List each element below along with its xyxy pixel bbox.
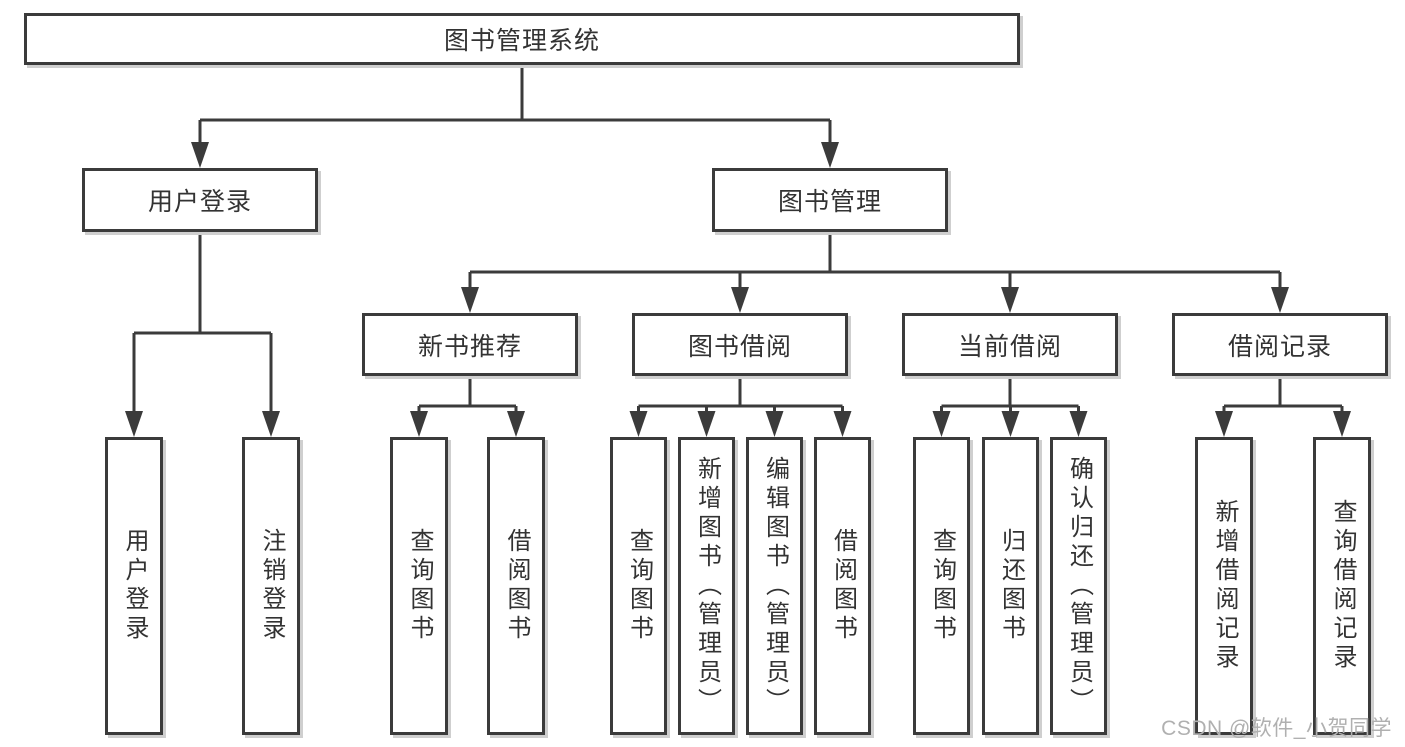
node-label-logout: 注销登录 [258, 528, 285, 644]
node-label-cb-query: 查询图书 [928, 528, 956, 644]
node-label-bb-add: 新增图书（管理员） [693, 455, 721, 717]
node-label-bb-borrow: 借阅图书 [829, 528, 857, 644]
node-logout: 注销登录 [242, 437, 300, 735]
node-label-borrow-record: 借阅记录 [1227, 332, 1332, 361]
node-label-book-borrow: 图书借阅 [687, 332, 792, 361]
node-book-borrow: 图书借阅 [632, 313, 848, 376]
node-bb-add: 新增图书（管理员） [678, 437, 735, 735]
node-label-nb-borrow: 借阅图书 [503, 528, 530, 644]
node-label-cb-confirm: 确认归还（管理员） [1065, 455, 1093, 717]
node-login: 用户登录 [105, 437, 163, 735]
node-cb-confirm: 确认归还（管理员） [1050, 437, 1107, 735]
watermark: CSDN @软件_小贺同学 [1161, 717, 1392, 740]
node-label-root: 图书管理系统 [443, 27, 600, 55]
node-label-bb-edit: 编辑图书（管理员） [761, 455, 789, 717]
node-borrow-record: 借阅记录 [1172, 313, 1388, 376]
node-bb-query: 查询图书 [610, 437, 667, 735]
node-bb-edit: 编辑图书（管理员） [746, 437, 803, 735]
node-label-new-book-rec: 新书推荐 [417, 332, 522, 361]
node-label-book-mgmt: 图书管理 [777, 188, 882, 216]
node-book-mgmt: 图书管理 [712, 168, 948, 232]
node-nb-query: 查询图书 [390, 437, 448, 735]
node-label-br-add: 新增借阅记录 [1211, 499, 1238, 673]
node-nb-borrow: 借阅图书 [487, 437, 545, 735]
node-user-login: 用户登录 [82, 168, 318, 232]
node-label-bb-query: 查询图书 [625, 528, 653, 644]
node-bb-borrow: 借阅图书 [814, 437, 871, 735]
node-root: 图书管理系统 [24, 13, 1020, 65]
node-label-login: 用户登录 [121, 528, 148, 644]
node-cb-return: 归还图书 [982, 437, 1039, 735]
node-br-query: 查询借阅记录 [1313, 437, 1371, 735]
node-cb-query: 查询图书 [913, 437, 970, 735]
node-br-add: 新增借阅记录 [1195, 437, 1253, 735]
node-label-user-login: 用户登录 [147, 188, 252, 216]
node-new-book-rec: 新书推荐 [362, 313, 578, 376]
node-current-borrow: 当前借阅 [902, 313, 1118, 376]
node-label-current-borrow: 当前借阅 [957, 332, 1062, 361]
node-label-br-query: 查询借阅记录 [1329, 499, 1356, 673]
node-label-cb-return: 归还图书 [997, 528, 1025, 644]
node-label-nb-query: 查询图书 [406, 528, 433, 644]
